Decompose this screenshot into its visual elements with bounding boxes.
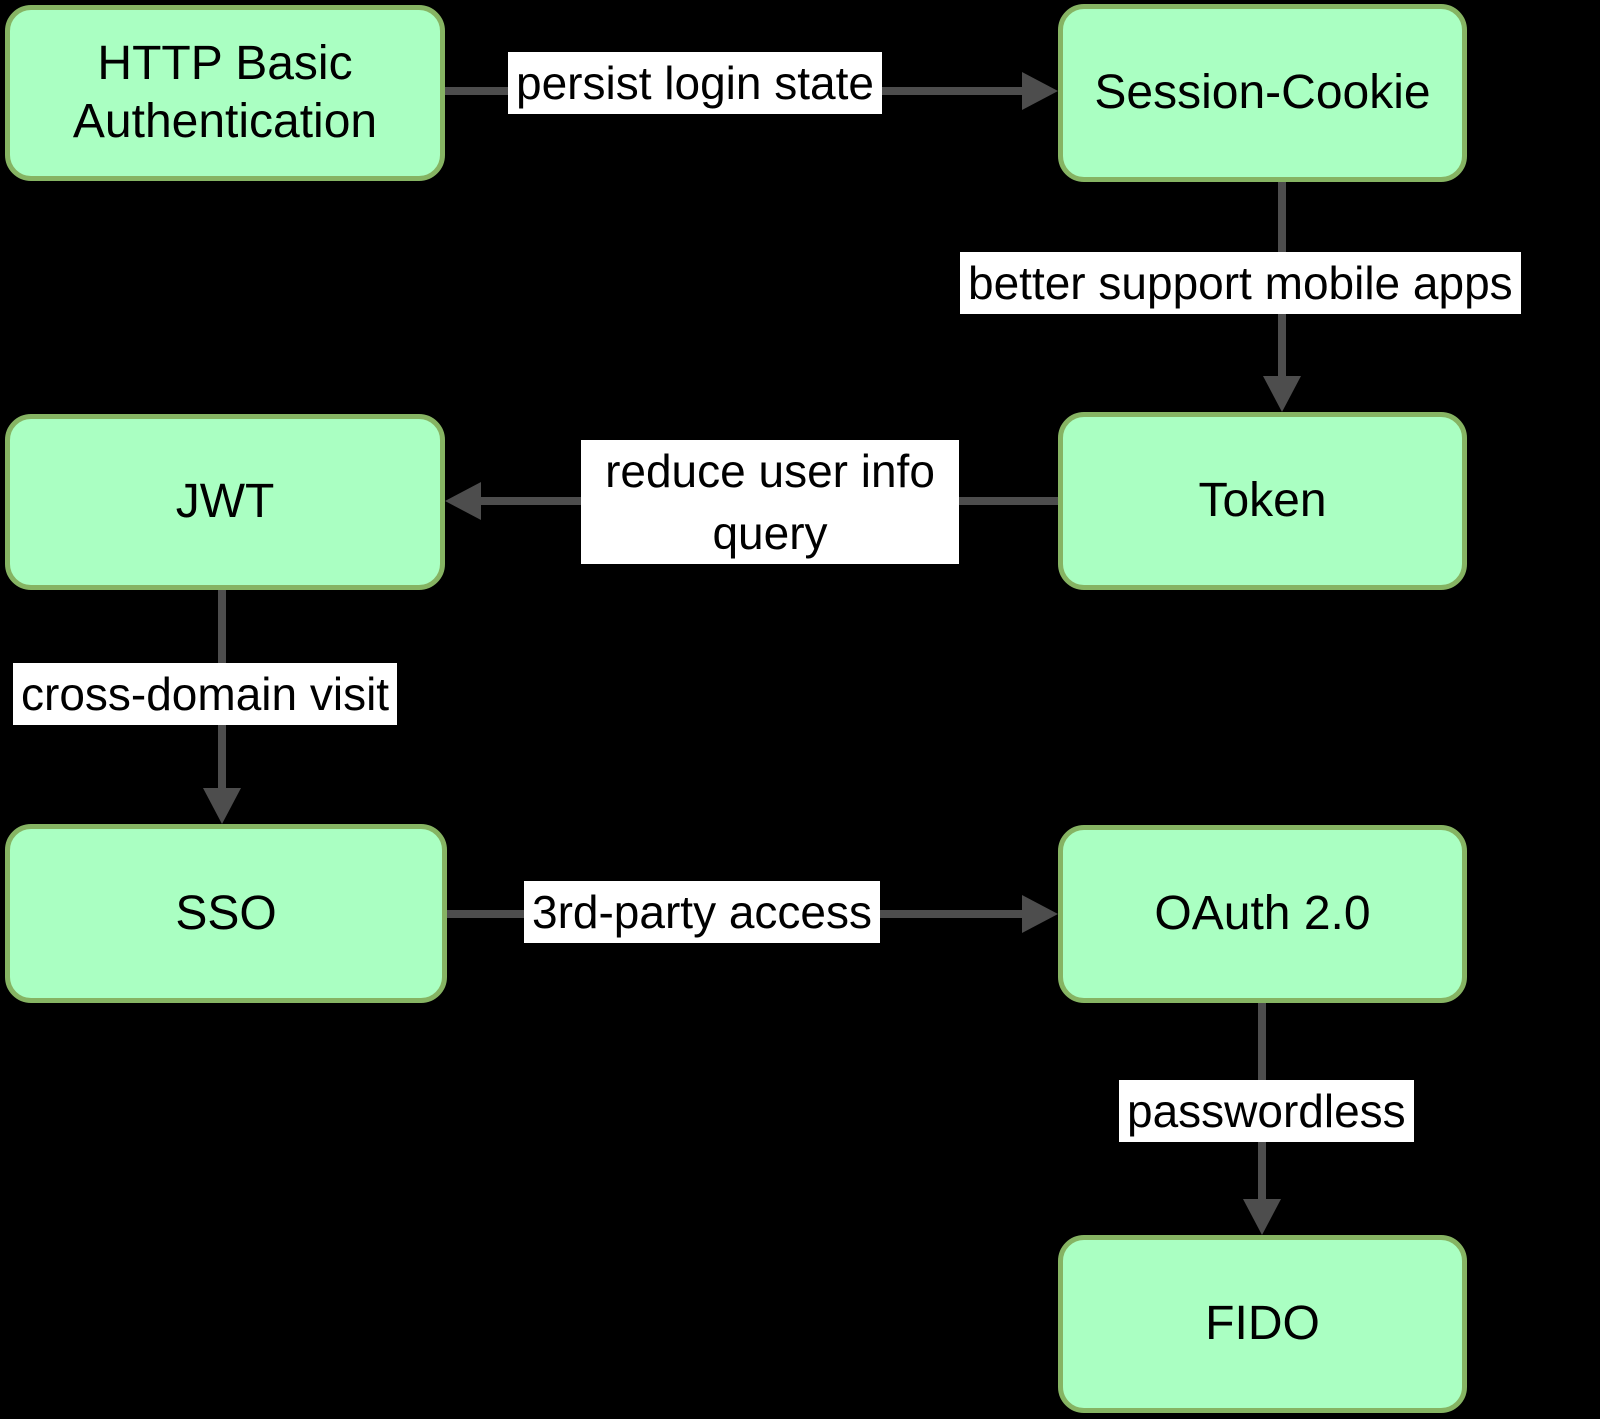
node-sso: SSO [5, 824, 447, 1003]
edge-label-3rd-party-access: 3rd-party access [524, 881, 881, 943]
arrowhead-left-icon [445, 482, 481, 520]
arrowhead-down-icon [1243, 1199, 1281, 1235]
node-oauth2: OAuth 2.0 [1058, 825, 1467, 1003]
edge-label-cross-domain-visit: cross-domain visit [13, 663, 398, 725]
edge-label-passwordless: passwordless [1119, 1080, 1414, 1142]
arrowhead-down-icon [203, 788, 241, 824]
node-jwt: JWT [5, 414, 445, 590]
node-fido: FIDO [1058, 1235, 1467, 1413]
arrowhead-right-icon [1022, 895, 1058, 933]
node-http-basic-authentication: HTTP Basic Authentication [5, 5, 445, 181]
edge-label-reduce-user-info-query: reduce user info query [581, 440, 959, 564]
arrowhead-right-icon [1022, 72, 1058, 110]
edge-label-better-support-mobile-apps: better support mobile apps [960, 252, 1521, 314]
node-token: Token [1058, 412, 1467, 590]
node-session-cookie: Session-Cookie [1058, 4, 1467, 182]
arrowhead-down-icon [1263, 376, 1301, 412]
edge-label-persist-login-state: persist login state [508, 52, 882, 114]
